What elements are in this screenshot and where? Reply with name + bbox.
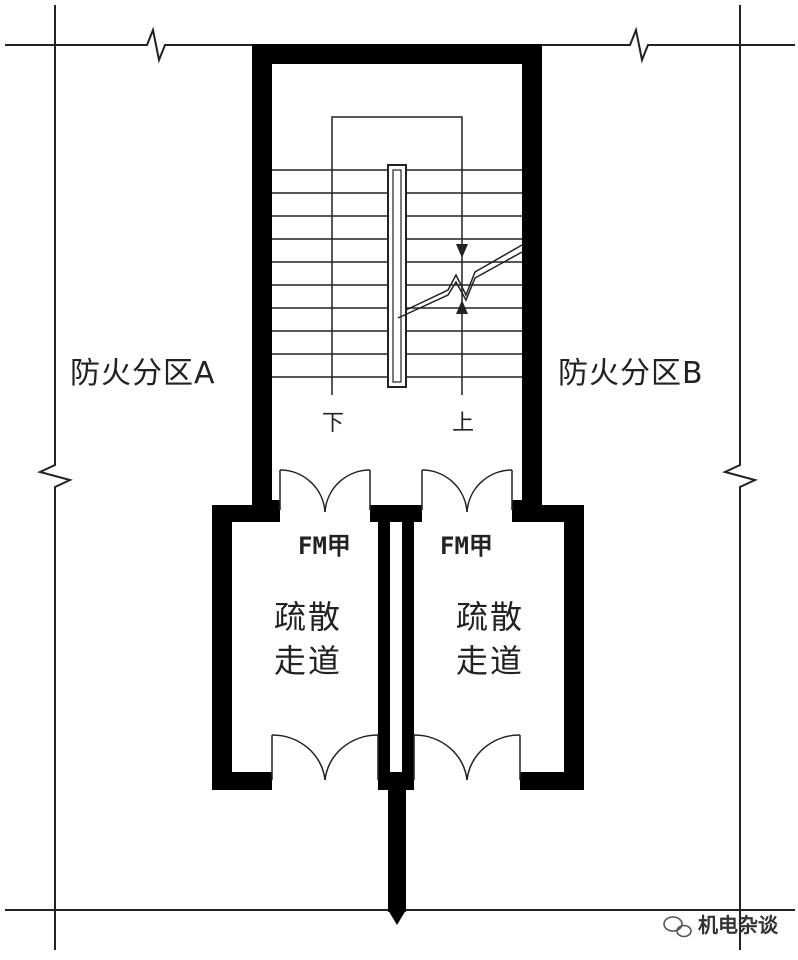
door-upper-left (279, 469, 371, 513)
door-upper-right (421, 469, 513, 513)
corridor-left-label-2: 走道 (274, 642, 342, 680)
partition-wall-down (388, 772, 406, 912)
center-handrail (387, 164, 407, 388)
corridor-right-outer (564, 505, 584, 790)
up-arrows (456, 244, 468, 314)
center-handrail-inner (392, 169, 402, 383)
corridor-left-label-1: 疏散 (274, 598, 342, 636)
corridor-walls (212, 505, 584, 925)
arrow-up-icon (456, 300, 468, 314)
door-lower-right (413, 734, 521, 781)
partition-wall-tip (388, 910, 406, 925)
corridor-right-label-1: 疏散 (456, 598, 524, 636)
stair-down-label: 下 (322, 411, 344, 436)
corridor-mid-left (378, 505, 390, 790)
stair-wall-top (252, 44, 542, 64)
zone-label-right: 防火分区B (558, 356, 704, 391)
wechat-icon (663, 916, 692, 938)
door-lower-left (271, 734, 379, 781)
stair-wall-right (522, 44, 542, 514)
corridor-mid-right (402, 505, 414, 790)
watermark: 机电杂谈 (663, 913, 779, 938)
stair-up-label: 上 (452, 411, 474, 436)
stair-wall-left (252, 44, 272, 514)
left-boundary-line (37, 5, 73, 950)
zone-label-left: 防火分区A (70, 356, 216, 391)
corridor-left-bottom (212, 772, 272, 790)
doors (271, 469, 521, 781)
corridor-right-bottom (520, 772, 584, 790)
arrow-down-icon (456, 244, 468, 258)
watermark-text: 机电杂谈 (698, 913, 779, 937)
corridor-left-outer (212, 505, 232, 790)
door-code-right: FM甲 (440, 532, 493, 560)
break-line-2 (397, 251, 523, 319)
corridor-right-label-2: 走道 (456, 642, 524, 680)
right-boundary-line (722, 5, 758, 950)
door-code-left: FM甲 (298, 532, 351, 560)
break-line (405, 244, 523, 311)
